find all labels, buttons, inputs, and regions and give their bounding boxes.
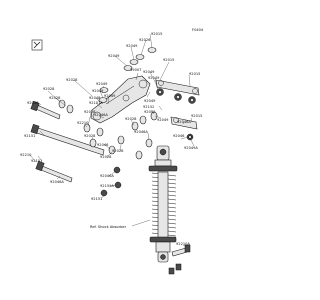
callout-label: 92049 [143, 70, 155, 74]
callout-label: 92028 [125, 117, 137, 121]
callout-label: 92152 [143, 105, 154, 109]
callout-label: 92049 [144, 99, 156, 103]
rear-shock-absorber [148, 145, 178, 263]
callout-label: 92028 [100, 155, 112, 159]
callout-label: 92046A [134, 130, 148, 134]
callout-label: 92151 [91, 197, 102, 201]
callout-label: 92046A [100, 174, 114, 178]
callout-label: 92151A [89, 101, 103, 105]
callout-label: 92210 [20, 153, 32, 157]
bolt-collars [58, 99, 158, 155]
callouts: 92015 92026 92049 92049 39007 92015 9204… [20, 32, 202, 267]
callout-label: 92049 [157, 118, 169, 122]
callout-label: 92049 [104, 94, 116, 98]
callout-label: 92049 [92, 89, 104, 93]
lower-shock-bolt [168, 244, 191, 275]
callout-label: 92028 [43, 87, 55, 91]
callout-label: 92151 [24, 134, 35, 138]
manufacturer-logo [31, 39, 43, 51]
callout-label: 92046 [97, 143, 109, 147]
callout-label: 92049A [184, 146, 198, 150]
callout-label: 92028 [112, 149, 124, 153]
callout-label: 92028 [84, 110, 96, 114]
pivot-bolt-lower [35, 160, 73, 183]
callout-label: 92015 [163, 58, 174, 62]
shock-absorber-reference-caption: Ref. Shock Absorber [90, 225, 127, 229]
exploded-parts-diagram: F0404 [20, 28, 204, 275]
shock-hardware [100, 133, 194, 197]
callout-label: 92015 [191, 114, 202, 118]
callout-label: 92049 [148, 76, 160, 80]
callout-label: 92046 [173, 134, 185, 138]
callout-label: 92028 [49, 96, 61, 100]
pivot-bolt-upper [30, 100, 61, 120]
callout-label: 92210 [77, 121, 89, 125]
callout-label: 92049 [144, 110, 156, 114]
callout-label: 92049 [126, 44, 138, 48]
callout-label: 92049 [108, 54, 120, 58]
callout-label: 39007 [130, 68, 141, 72]
callout-label: 92048 [27, 101, 39, 105]
callout-label: 92046A [177, 120, 191, 124]
callout-label: 92026 [139, 38, 151, 42]
callout-label: 92210A [176, 242, 190, 246]
callout-label: 92151 [31, 159, 42, 163]
callout-label: 92015 [189, 72, 200, 76]
pivot-bolt-middle [30, 123, 105, 156]
rocker-arm-assembly [90, 75, 151, 124]
callout-label: 92046A [94, 113, 108, 117]
callout-label: 92028 [66, 78, 78, 82]
callout-label: 92028 [84, 134, 96, 138]
callout-label: 92048 [89, 96, 101, 100]
callout-label: 92151A [100, 184, 114, 188]
rocker-bearing-set [98, 47, 196, 104]
figure-code: F0404 [192, 28, 204, 32]
callout-label: 92049 [96, 82, 108, 86]
callout-label: 92046A [50, 180, 64, 184]
rocker-arm [90, 75, 151, 124]
callout-label: 92015 [151, 32, 162, 36]
